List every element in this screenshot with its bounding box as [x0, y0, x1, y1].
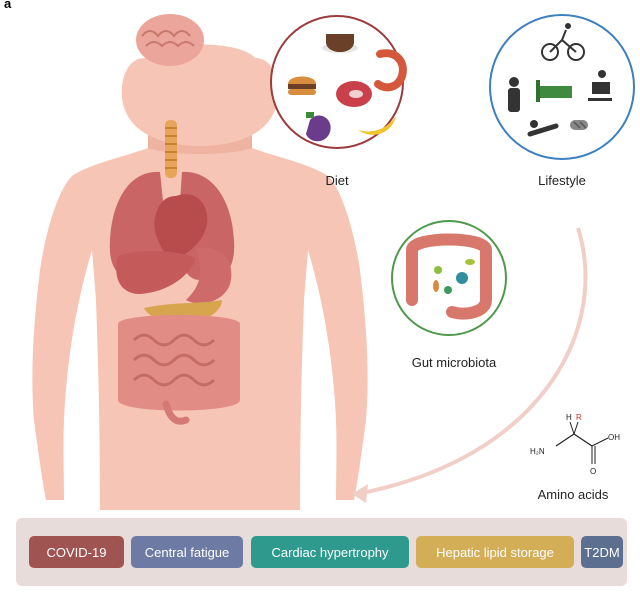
- bacteria-icon: [433, 259, 475, 294]
- molecule-atom: O: [590, 467, 596, 476]
- amino-acids-label: Amino acids: [537, 487, 609, 502]
- pill-icon: [570, 120, 588, 130]
- molecule-atom: OH: [608, 433, 620, 442]
- condition-pill: Central fatigue: [131, 536, 243, 568]
- reclining-person-icon: [527, 120, 559, 137]
- colon-icon: [406, 233, 492, 320]
- coffee-cup-icon: [322, 34, 358, 53]
- eggplant-icon: [306, 112, 331, 142]
- desk-worker-icon: [588, 70, 612, 101]
- molecule-atom: R: [576, 413, 582, 422]
- molecule-atom: H₂N: [530, 447, 545, 456]
- amino-acid-structure: H R H₂N OH O: [530, 413, 620, 476]
- diet-label: Diet: [325, 173, 349, 188]
- condition-pill: T2DM: [581, 536, 623, 568]
- stomach-icon: [186, 247, 232, 304]
- sleeping-icon: [536, 80, 572, 102]
- smoker-icon: [508, 77, 520, 112]
- molecule-atom: H: [566, 413, 572, 422]
- arrowhead-icon: [352, 484, 368, 503]
- trachea-icon: [165, 120, 177, 178]
- banana-icon: [358, 116, 396, 135]
- meat-icon: [336, 81, 372, 107]
- brain-icon: [136, 14, 204, 66]
- burger-icon: [288, 76, 316, 95]
- condition-pill: Cardiac hypertrophy: [251, 536, 409, 568]
- intestines-icon: [118, 315, 240, 425]
- gut-microbiota-label: Gut microbiota: [411, 355, 497, 370]
- lifestyle-label: Lifestyle: [538, 173, 586, 188]
- curved-arrow: [355, 227, 588, 496]
- shrimp-icon: [374, 49, 407, 92]
- liver-icon: [116, 250, 196, 294]
- condition-pill: COVID-19: [29, 536, 124, 568]
- cyclist-icon: [541, 23, 585, 61]
- panel-letter: a: [4, 0, 12, 11]
- heart-icon: [154, 194, 208, 262]
- condition-pill: Hepatic lipid storage: [416, 536, 574, 568]
